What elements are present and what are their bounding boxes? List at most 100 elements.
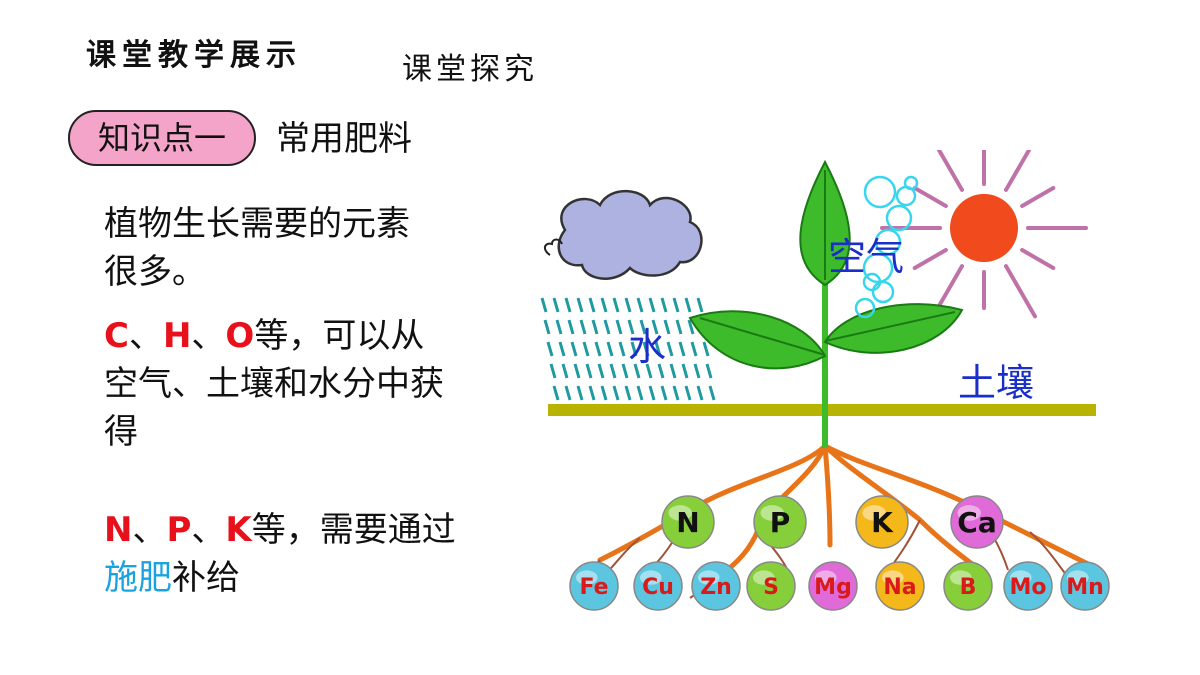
trace-nutrient: B — [943, 561, 993, 611]
separator: 、 — [132, 510, 167, 550]
nutrient-ball — [808, 561, 858, 611]
rain-drop — [558, 341, 566, 357]
paragraph-text: 补给 — [172, 558, 240, 598]
cloud-icon — [544, 189, 703, 280]
rain-drop — [672, 297, 680, 313]
rain-drop — [588, 297, 596, 313]
rain-drop — [633, 363, 641, 379]
sun-ray — [936, 150, 964, 192]
rain-drop — [594, 341, 602, 357]
nutrient-ball — [875, 561, 925, 611]
rain-drop — [546, 341, 554, 357]
rain-drop — [603, 319, 611, 335]
rain-drop — [576, 385, 584, 401]
element-h: H — [162, 316, 192, 356]
rain-drop — [636, 385, 644, 401]
rain-drop — [567, 319, 575, 335]
rain-drop — [696, 385, 704, 401]
element-n: N — [104, 510, 133, 550]
rain-drop — [660, 297, 668, 313]
element-k: K — [225, 510, 252, 550]
rain-drop — [585, 363, 593, 379]
sun-ray — [1004, 150, 1032, 192]
sun-ray — [912, 248, 948, 270]
nutrient-symbol: N — [676, 506, 699, 539]
label-soil: 土壤 — [958, 361, 1034, 405]
rain-drop — [642, 341, 650, 357]
ball-highlight — [1010, 570, 1032, 585]
ball-highlight — [753, 570, 775, 585]
rain-drop — [657, 363, 665, 379]
air-bubbles-icon — [854, 175, 919, 319]
rain-drop — [660, 385, 668, 401]
rain-drop — [648, 385, 656, 401]
rain-drop — [702, 341, 710, 357]
nutrient-ball — [746, 561, 796, 611]
rain-drop — [564, 385, 572, 401]
paragraph-elements-intro: 植物生长需要的元素很多。 — [104, 204, 410, 292]
rain-drop — [654, 341, 662, 357]
bubble — [854, 297, 876, 319]
rain-drop — [579, 319, 587, 335]
knowledge-point-topic: 常用肥料 — [276, 119, 412, 159]
rain-drop — [705, 363, 713, 379]
leaf-veins — [699, 170, 956, 356]
separator: 、 — [191, 316, 226, 356]
bubble — [862, 272, 882, 292]
bubble — [903, 175, 919, 191]
nutrient-symbol: Zn — [700, 575, 732, 600]
nutrient-ball — [633, 561, 683, 611]
rain-drop — [678, 341, 686, 357]
ball-highlight — [760, 505, 784, 521]
rain-drop — [543, 319, 551, 335]
sun-ray — [1020, 186, 1056, 208]
rain-drop — [609, 363, 617, 379]
paragraph-text: 等，可以从空气、土壤和水分中获得 — [104, 316, 444, 452]
ball-highlight — [576, 570, 598, 585]
bubble — [874, 228, 902, 256]
nutrient-ball — [950, 495, 1004, 549]
rain-drop — [666, 341, 674, 357]
nutrient-symbol: Mg — [814, 575, 852, 600]
rain-drop — [663, 319, 671, 335]
separator: 、 — [191, 510, 226, 550]
rain-drop — [606, 341, 614, 357]
nutrient-ball — [943, 561, 993, 611]
rain-drop — [630, 341, 638, 357]
root — [822, 443, 983, 573]
plant-stem — [822, 190, 828, 448]
nutrient-ball — [661, 495, 715, 549]
major-nutrient: P — [753, 495, 807, 549]
ball-highlight — [882, 570, 904, 585]
ball-highlight — [698, 570, 720, 585]
rain-drop — [648, 297, 656, 313]
rain-drop — [636, 297, 644, 313]
nutrient-symbol: Ca — [957, 506, 996, 539]
trace-nutrient: Mn — [1060, 561, 1110, 611]
rain-drop — [576, 297, 584, 313]
knowledge-point-badge: 知识点一 — [68, 110, 256, 166]
rain-drop — [597, 363, 605, 379]
sun-ray — [912, 186, 948, 208]
root — [822, 443, 833, 548]
bubble — [871, 280, 895, 304]
rain-drop — [540, 297, 548, 313]
rain-drop — [591, 319, 599, 335]
nutrient-symbol: B — [960, 575, 977, 600]
ball-highlight — [815, 570, 837, 585]
sun-ray — [1020, 248, 1056, 270]
nutrient-ball — [569, 561, 619, 611]
rain-drop — [645, 363, 653, 379]
rain-drop — [555, 319, 563, 335]
nutrient-symbol: P — [770, 506, 791, 539]
rain-drop — [615, 319, 623, 335]
label-air: 空气 — [828, 235, 904, 279]
nutrient-symbol: Na — [883, 575, 916, 600]
trace-nutrient: Fe — [569, 561, 619, 611]
trace-nutrient: Na — [875, 561, 925, 611]
rain-drop — [600, 297, 608, 313]
nutrient-symbol: S — [763, 575, 779, 600]
